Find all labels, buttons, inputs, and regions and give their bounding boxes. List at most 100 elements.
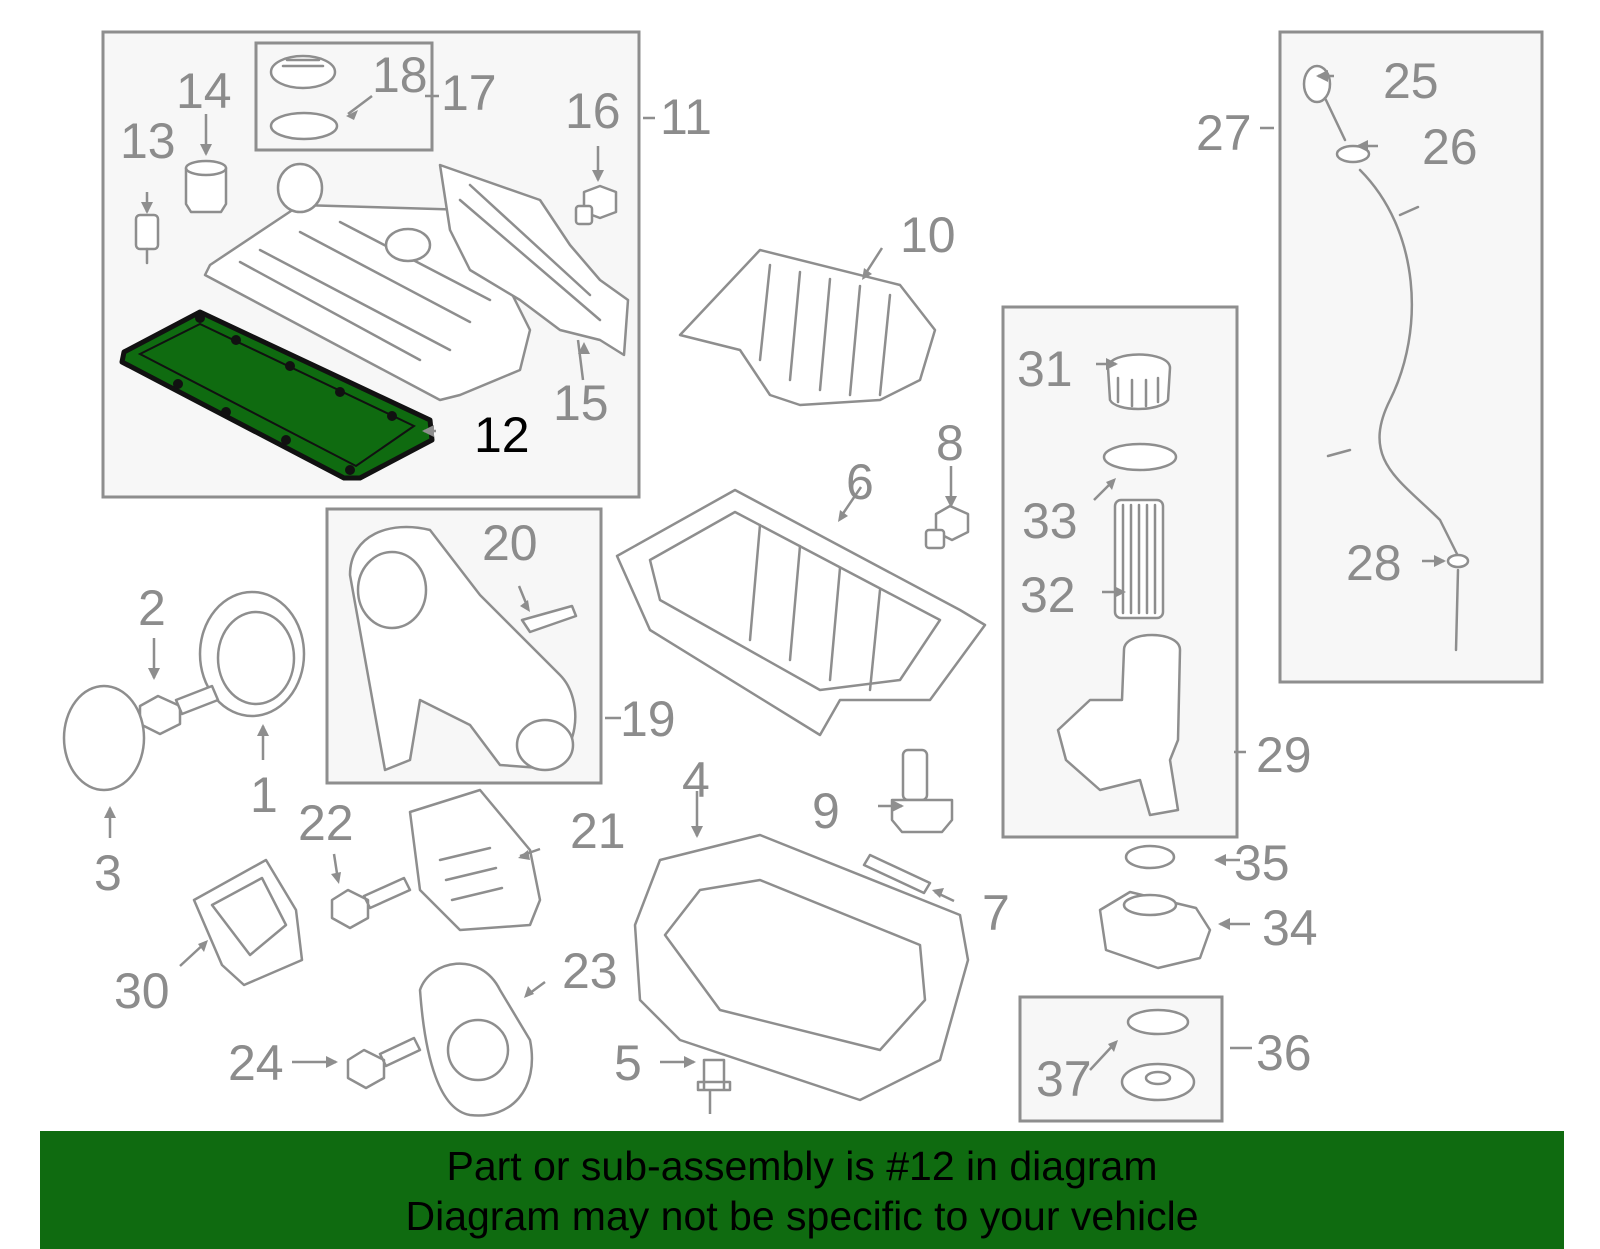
part-30-plate (192, 858, 304, 987)
part-7-sensor (862, 853, 932, 895)
part-11-valve-cover (203, 203, 532, 402)
callout-15: 15 (553, 375, 609, 431)
part-32-filter-pleats (1121, 503, 1157, 615)
callout-2: 2 (138, 580, 166, 636)
part-1-pulley-inner (216, 610, 296, 706)
part-2-bolt (138, 694, 182, 736)
part-12-gasket (119, 309, 435, 481)
callout-33: 33 (1022, 493, 1078, 549)
part-29-housing (1056, 633, 1182, 817)
part-8-plug-shank (924, 528, 946, 550)
callout-21: 21 (570, 803, 626, 859)
part-15-shield-ribs (458, 183, 602, 322)
banner-line-disclaimer: Diagram may not be specific to your vehi… (405, 1193, 1199, 1239)
part-15-shield (438, 163, 630, 357)
part-4-lower-pan (633, 833, 970, 1102)
callout-3: 3 (94, 845, 122, 901)
part-35-seal (1124, 844, 1176, 870)
part-21-cover-ribs (438, 846, 504, 902)
part-26-oring (1335, 144, 1371, 164)
callout-10: 10 (900, 207, 956, 263)
part-31-cap (1106, 353, 1172, 411)
part-10-baffle (678, 248, 937, 407)
callout-36: 36 (1256, 1025, 1312, 1081)
callout-9: 9 (812, 783, 840, 839)
callout-18: 18 (372, 47, 428, 103)
callout-29: 29 (1256, 727, 1312, 783)
banner-line-part: Part or sub-assembly is #12 in diagram (446, 1143, 1158, 1189)
callout-34: 34 (1262, 900, 1318, 956)
part-27-tube-bracket (1326, 205, 1420, 458)
part-37-seal (1126, 1008, 1190, 1036)
part-19-pulley-upper (356, 550, 428, 630)
part-9-sensor-body (901, 748, 929, 802)
part-11-valve-cover-ribs (238, 220, 492, 362)
callout-28: 28 (1346, 535, 1402, 591)
part-11-oil-filler (276, 162, 324, 214)
part-10-baffle-ribs (758, 263, 892, 397)
part-11-port (384, 227, 432, 263)
part-27-tube (1358, 168, 1462, 562)
callout-22: 22 (298, 795, 354, 851)
callout-5: 5 (614, 1035, 642, 1091)
callout-16: 16 (565, 83, 621, 139)
part-18-cap-grip (281, 58, 325, 68)
part-20-clip (520, 604, 578, 634)
part-5-drain-plug (696, 1058, 732, 1114)
callout-12: 12 (474, 407, 530, 463)
callout-25: 25 (1383, 53, 1439, 109)
callout-13: 13 (120, 113, 176, 169)
part-17-seal (269, 111, 339, 141)
callout-30: 30 (114, 963, 170, 1019)
part-23-shield-hub (446, 1018, 510, 1082)
part-6-oil-pan (615, 488, 987, 737)
group-frame-27 (1278, 30, 1544, 684)
callout-17: 17 (441, 65, 497, 121)
part-9-sensor-base (890, 798, 954, 834)
callout-6: 6 (846, 454, 874, 510)
part-13-sensor (134, 213, 160, 251)
callout-35: 35 (1234, 835, 1290, 891)
part-19-pulley-lower (515, 718, 575, 772)
part-27-tip (1454, 568, 1460, 652)
part-18-cap (269, 54, 337, 90)
callout-37: 37 (1036, 1051, 1092, 1107)
part-14-plug-top (184, 159, 228, 177)
callout-11: 11 (660, 89, 712, 145)
part-16-bolt-shank (574, 204, 594, 226)
callout-32: 32 (1020, 567, 1076, 623)
part-22-bolt (330, 876, 412, 930)
callout-19: 19 (620, 691, 676, 747)
part-12-gasket-bolt-holes (173, 313, 397, 475)
part-12-gasket-inner (137, 322, 416, 468)
part-34-cooler-top (1122, 893, 1178, 917)
part-6-oil-pan-inner (648, 510, 942, 692)
part-4-lower-pan-inner (663, 878, 927, 1052)
callout-27: 27 (1196, 105, 1252, 161)
leader-arrowheads (104, 70, 1446, 1068)
group-frame-36 (1018, 995, 1224, 1123)
part-28-oring (1446, 553, 1470, 569)
callout-1: 1 (250, 767, 278, 823)
part-24-bolt (346, 1036, 422, 1090)
part-6-oil-pan-ribs (748, 523, 882, 692)
part-31-cap-ribs (1116, 376, 1160, 408)
part-3-cap (62, 684, 146, 792)
callout-7: 7 (982, 885, 1010, 941)
part-30-plate-inner (210, 876, 288, 957)
callout-31: 31 (1017, 341, 1073, 397)
part-2-bolt-shank (174, 684, 220, 716)
part-25-handle-stem (1323, 96, 1347, 142)
callout-23: 23 (562, 943, 618, 999)
info-banner: Part or sub-assembly is #12 in diagram D… (40, 1131, 1564, 1249)
callout-24: 24 (228, 1035, 284, 1091)
callout-26: 26 (1422, 119, 1478, 175)
callout-20: 20 (482, 515, 538, 571)
part-33-oring (1102, 442, 1178, 472)
part-36-cap-center (1144, 1070, 1172, 1086)
callout-4: 4 (682, 752, 710, 808)
callout-8: 8 (936, 415, 964, 471)
callout-14: 14 (176, 63, 232, 119)
part-21-cover (408, 788, 542, 932)
